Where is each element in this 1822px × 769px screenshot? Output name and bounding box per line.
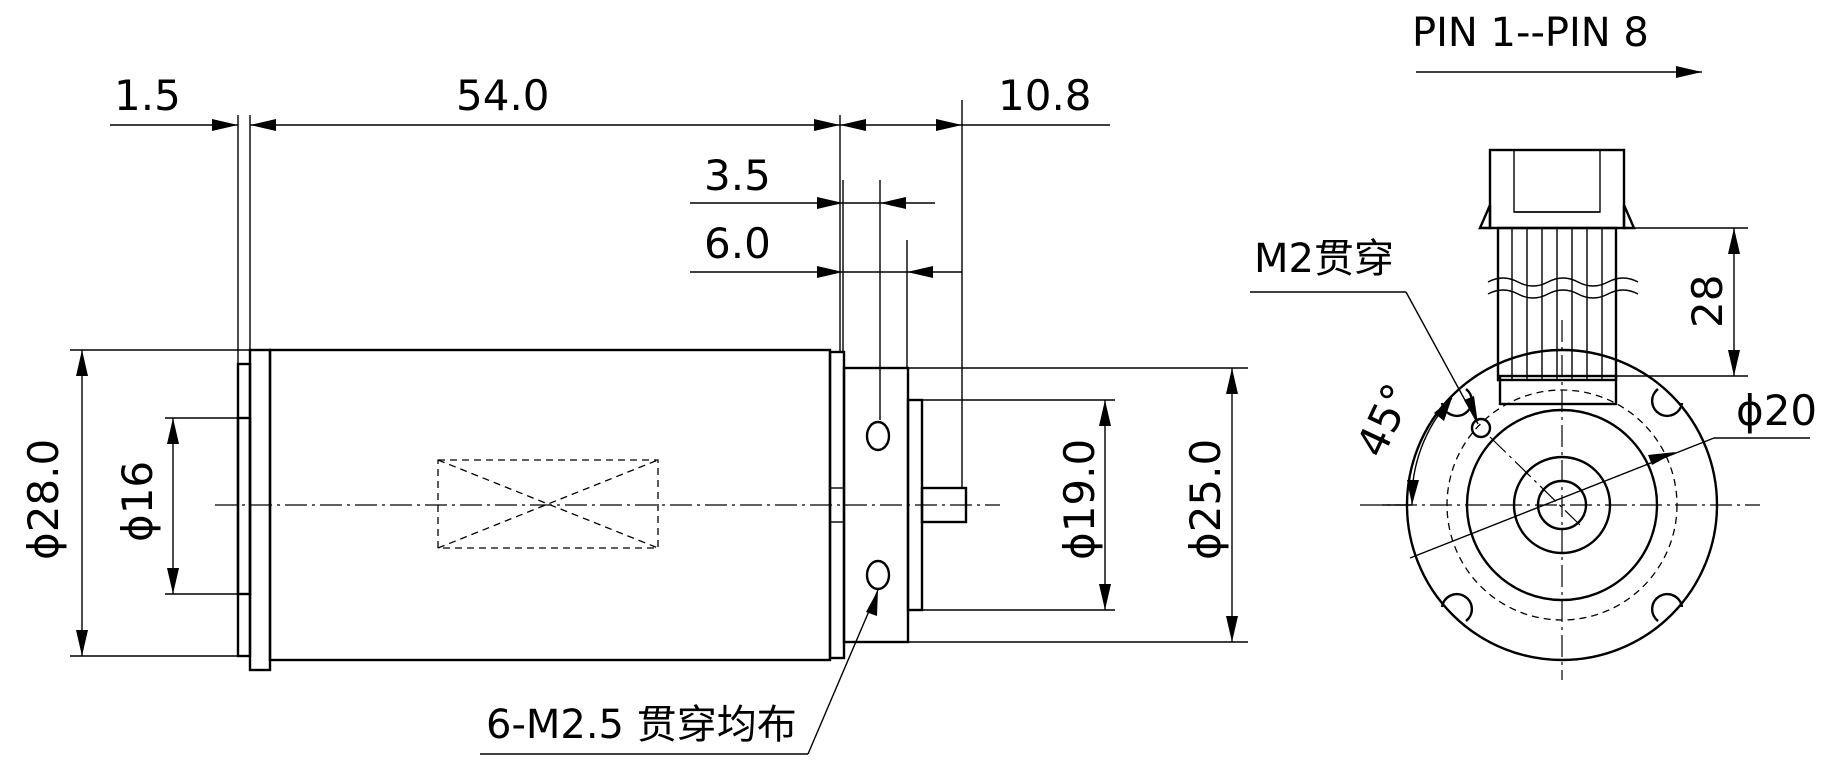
dim-3-5: 3.5 xyxy=(704,151,771,200)
dim-6-0: 6.0 xyxy=(704,219,771,268)
m2-label: M2贯穿 xyxy=(1254,236,1394,282)
mounting-holes-label: 6-M2.5 贯穿均布 xyxy=(486,702,797,748)
dim-54: 54.0 xyxy=(456,71,550,120)
dim-phi19: ϕ19.0 xyxy=(1055,439,1104,560)
connector-inner xyxy=(1513,149,1601,213)
dim-1-5: 1.5 xyxy=(114,71,181,120)
dim-45: 45° xyxy=(1347,376,1423,464)
dim-10-8: 10.8 xyxy=(998,71,1092,120)
mount-hole-bottom xyxy=(865,559,891,591)
dim-28: 28 xyxy=(1683,275,1732,328)
top-dimensions: 1.5 54.0 10.8 3.5 6.0 xyxy=(110,71,1110,488)
dim-phi25: ϕ25.0 xyxy=(1181,439,1230,560)
dim-phi28: ϕ28.0 xyxy=(19,439,68,560)
connector-housing xyxy=(1488,148,1626,230)
cable-base xyxy=(1498,374,1618,406)
dim-phi16: ϕ16 xyxy=(113,461,162,542)
left-dimensions: ϕ28.0 ϕ16 xyxy=(19,349,270,657)
right-dimensions: ϕ19.0 ϕ25.0 xyxy=(908,367,1248,643)
side-view xyxy=(215,348,1000,672)
front-view xyxy=(1360,148,1760,680)
hidden-winding xyxy=(437,459,659,549)
pin-label: PIN 1--PIN 8 xyxy=(1412,10,1649,56)
mounting-note: 6-M2.5 贯穿均布 xyxy=(480,589,879,755)
m2-hole xyxy=(1470,417,1492,439)
rear-disc xyxy=(236,416,252,596)
front-dimensions: 28 ϕ20 45° M2贯穿 PIN 1--PIN 8 xyxy=(1250,10,1817,559)
rear-boss xyxy=(248,348,272,672)
mount-hole-top xyxy=(865,420,891,452)
rear-flange xyxy=(236,362,252,658)
dim-phi20: ϕ20 xyxy=(1736,386,1817,435)
